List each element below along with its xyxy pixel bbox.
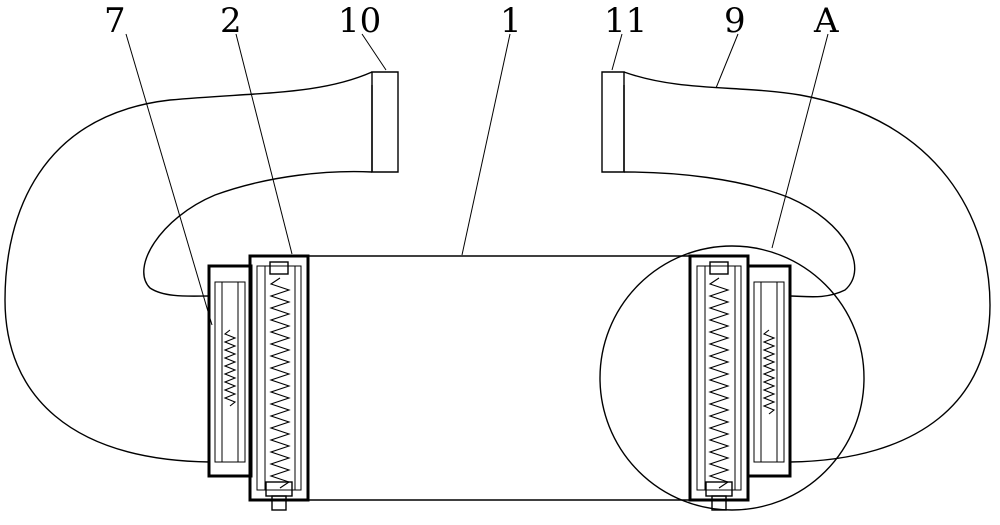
right-large-spring: [708, 277, 730, 489]
left-inner-housing: [248, 254, 310, 502]
right-bottom-plug: [711, 495, 727, 511]
leader-lines: [125, 33, 829, 326]
left-pipe-nozzle: [371, 71, 399, 173]
label-a: A: [813, 1, 839, 41]
right-small-spring: [762, 329, 776, 415]
label-1: 1: [500, 1, 522, 41]
main-body: [307, 255, 690, 501]
right-return-pipe: [623, 71, 991, 463]
left-return-pipe: [4, 71, 373, 463]
left-large-spring: [269, 277, 291, 489]
label-2: 2: [220, 1, 242, 41]
detail-circle-a: [599, 245, 865, 511]
left-small-spring: [223, 329, 237, 407]
right-pipe-nozzle: [601, 71, 625, 173]
right-outer-flange: [746, 264, 792, 478]
label-11: 11: [604, 1, 647, 41]
label-9: 9: [724, 1, 746, 41]
label-10: 10: [338, 1, 381, 41]
left-end-assembly: [207, 254, 310, 511]
right-end-assembly: [688, 254, 792, 511]
left-bottom-plug: [271, 495, 287, 511]
label-7: 7: [104, 1, 126, 41]
